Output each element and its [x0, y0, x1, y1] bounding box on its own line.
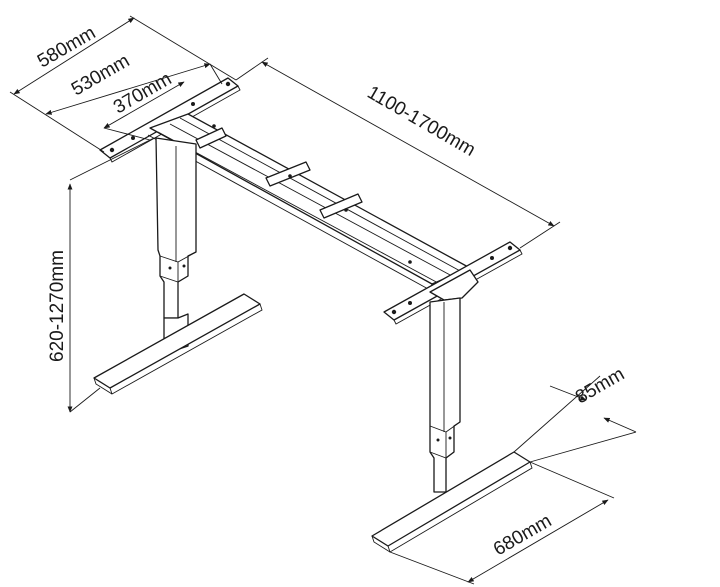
right-top-bracket	[383, 241, 523, 325]
label-height: 620-1270mm	[47, 250, 68, 362]
left-leg	[155, 137, 197, 351]
label-width-top: 580mm	[34, 22, 99, 72]
dimension-lines	[9, 15, 637, 585]
label-foot-length: 680mm	[490, 510, 555, 560]
dimension-labels: 580mm 530mm 370mm 1100-1700mm 620-1270mm…	[34, 22, 628, 560]
label-length: 1100-1700mm	[364, 82, 479, 161]
left-foot	[93, 293, 263, 395]
right-leg	[429, 297, 461, 493]
label-foot-width: 85mm	[572, 364, 628, 409]
